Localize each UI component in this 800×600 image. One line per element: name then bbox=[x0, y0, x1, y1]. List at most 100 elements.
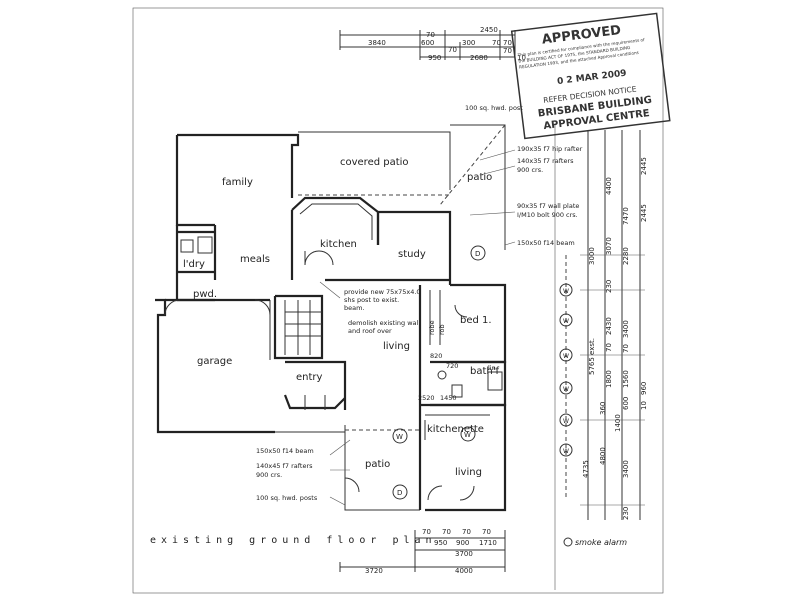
dim-r5765: 5765 exst. bbox=[588, 338, 596, 375]
grid-marker-2: W bbox=[563, 318, 569, 325]
note-dim-2520: 2520 bbox=[418, 394, 435, 402]
room-ldry: l'dry bbox=[183, 259, 205, 270]
dim-70b: 70 bbox=[448, 46, 457, 54]
dim-b4000: 4000 bbox=[455, 567, 473, 575]
dim-10: 10 bbox=[517, 54, 526, 62]
dim-r1400: 1400 bbox=[614, 414, 622, 432]
note-dim-720: 720 bbox=[446, 362, 458, 370]
walls bbox=[155, 124, 507, 512]
note-provide-3: beam. bbox=[344, 304, 365, 312]
grid-marker-5: W bbox=[563, 418, 569, 425]
room-bed: bed 1. bbox=[460, 315, 492, 326]
room-kitchenette: kitchenette bbox=[427, 424, 484, 435]
approval-stamp: APPROVED This plan is certified for comp… bbox=[510, 12, 671, 140]
note-provide-2: shs post to exist. bbox=[344, 296, 399, 304]
dim-r1800: 1800 bbox=[605, 370, 613, 388]
dim-r960: 960 bbox=[640, 382, 648, 395]
grid-marker-6: W bbox=[563, 448, 569, 455]
dim-b950: 950 bbox=[434, 539, 447, 547]
note-demolish-2: and roof over bbox=[348, 327, 392, 335]
room-patio-bottom: patio bbox=[365, 459, 390, 470]
room-study: study bbox=[398, 249, 426, 260]
plan-title: existing ground floor plan bbox=[150, 535, 437, 546]
dim-r1560: 1560 bbox=[622, 370, 630, 388]
dim-b70d: 70 bbox=[482, 528, 491, 536]
bottom-dimensions: 70 70 70 70 950 900 1710 3700 3720 4000 bbox=[339, 528, 506, 575]
room-bath: bath'f bbox=[470, 366, 499, 377]
note-beam-bottom: 150x50 f14 beam bbox=[256, 447, 314, 455]
right-dimensions: 2445 4400 7470 2445 3070 3000 2280 230 3… bbox=[580, 130, 648, 520]
ceiling-marker-2: W bbox=[396, 433, 403, 441]
dim-r7470: 7470 bbox=[622, 207, 630, 225]
note-dim-1450: 1450 bbox=[440, 394, 457, 402]
room-patio-top: patio bbox=[467, 172, 492, 183]
sheet-border bbox=[132, 7, 664, 594]
dim-950: 950 bbox=[428, 54, 441, 62]
dim-2680: 2680 bbox=[470, 54, 488, 62]
dim-r70b: 70 bbox=[622, 344, 630, 353]
note-rafters-bottom-1: 140x45 f7 rafters bbox=[256, 462, 313, 470]
note-provide-1: provide new 75x75x4.0 bbox=[344, 288, 421, 296]
dim-r230b: 230 bbox=[622, 507, 630, 520]
ceiling-marker-3: D bbox=[397, 489, 402, 497]
dim-b70c: 70 bbox=[462, 528, 471, 536]
dim-70a: 70 bbox=[426, 31, 435, 39]
note-demolish-1: demolish existing wall bbox=[348, 319, 420, 327]
dim-b1710: 1710 bbox=[479, 539, 497, 547]
note-rafters-top-2: 900 crs. bbox=[517, 166, 543, 174]
note-post-top: 100 sq. hwd. post bbox=[465, 104, 523, 112]
dim-2450: 2450 bbox=[480, 26, 498, 34]
dim-70e: 70 bbox=[503, 47, 512, 55]
ceiling-marker-4: W bbox=[464, 431, 471, 439]
dim-r600: 600 bbox=[622, 397, 630, 410]
note-wall-plate-2: I/M10 bolt 900 crs. bbox=[517, 211, 578, 219]
room-living-main: living bbox=[383, 341, 410, 352]
dim-r10: 10 bbox=[640, 401, 648, 410]
room-garage: garage bbox=[197, 356, 232, 367]
dim-b900: 900 bbox=[456, 539, 469, 547]
ceiling-markers: D W D W bbox=[392, 245, 486, 500]
dim-70d: 70 bbox=[503, 39, 512, 47]
note-linen: lin. bbox=[488, 364, 498, 372]
room-meals: meals bbox=[240, 254, 270, 265]
dim-300: 300 bbox=[462, 39, 475, 47]
dim-b3700: 3700 bbox=[455, 550, 473, 558]
stamp-date: 0 2 MAR 2009 bbox=[557, 69, 628, 87]
room-entry: entry bbox=[296, 372, 323, 383]
dim-r2280: 2280 bbox=[622, 247, 630, 265]
dim-r4800: 4800 bbox=[599, 447, 607, 465]
note-robe: robe bbox=[428, 320, 436, 335]
dim-r3400b: 3400 bbox=[622, 460, 630, 478]
room-living-lower: living bbox=[455, 467, 482, 478]
grid-markers: W W W W W W bbox=[559, 255, 573, 500]
dim-b70a: 70 bbox=[422, 528, 431, 536]
dim-r3000: 3000 bbox=[588, 247, 596, 265]
note-beam-top: 150x50 f14 beam bbox=[517, 239, 575, 247]
grid-marker-4: W bbox=[563, 386, 569, 393]
top-dimensions: 2450 3840 70 600 300 70 950 70 2680 70 7… bbox=[339, 26, 526, 62]
dim-r360: 360 bbox=[599, 402, 607, 415]
dim-r3070: 3070 bbox=[605, 237, 613, 255]
dim-r3400a: 3400 bbox=[622, 320, 630, 338]
dim-600: 600 bbox=[421, 39, 434, 47]
dim-b3720: 3720 bbox=[365, 567, 383, 575]
dim-r4735: 4735 bbox=[582, 460, 590, 478]
dim-r2445a: 2445 bbox=[640, 157, 648, 175]
room-pwd: pwd. bbox=[193, 289, 217, 300]
room-labels: family covered patio patio meals kitchen… bbox=[183, 157, 499, 478]
note-dim-820: 820 bbox=[430, 352, 442, 360]
note-wall-plate-1: 90x35 f7 wall plate bbox=[517, 202, 579, 210]
room-family: family bbox=[222, 177, 253, 188]
annotations: 100 sq. hwd. post 190x35 f7 hip rafter 1… bbox=[256, 104, 583, 506]
room-kitchen: kitchen bbox=[320, 239, 357, 250]
dim-3840: 3840 bbox=[368, 39, 386, 47]
doors bbox=[164, 250, 475, 501]
dim-b70b: 70 bbox=[442, 528, 451, 536]
dim-70c: 70 bbox=[492, 39, 501, 47]
note-rafters-top-1: 140x35 f7 rafters bbox=[517, 157, 574, 165]
ceiling-marker-1: D bbox=[475, 250, 480, 258]
note-posts-bottom: 100 sq. hwd. posts bbox=[256, 494, 318, 502]
room-covered-patio: covered patio bbox=[340, 157, 409, 168]
dim-r4400: 4400 bbox=[605, 177, 613, 195]
smoke-alarm-label: smoke alarm bbox=[575, 538, 627, 547]
